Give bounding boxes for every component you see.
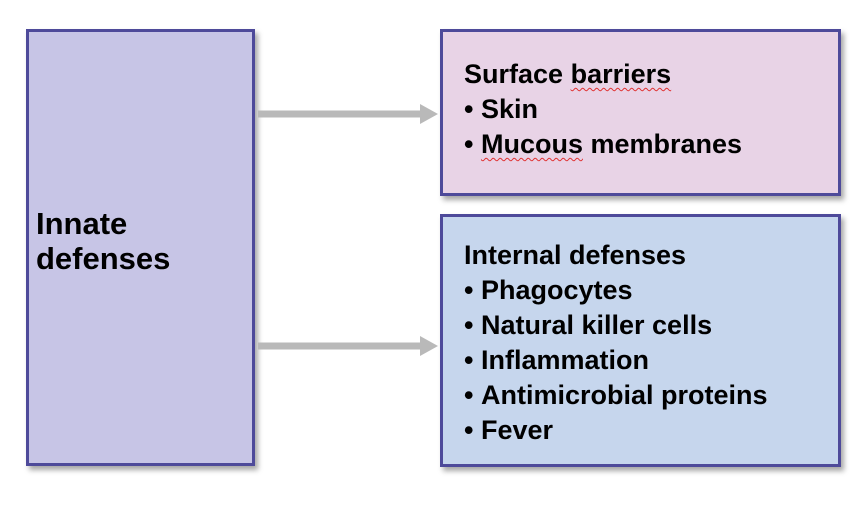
internal-defenses-content: Internal defenses Phagocytes Natural kil… xyxy=(464,238,768,448)
surface-barriers-list: Skin Mucous membranes xyxy=(464,92,742,162)
list-item-text: Skin xyxy=(480,94,538,124)
innate-defenses-box xyxy=(26,29,255,466)
innate-defenses-label: Innate defenses xyxy=(36,206,171,276)
list-item-natural-killer-cells: Natural killer cells xyxy=(464,308,768,343)
list-item-fever: Fever xyxy=(464,413,768,448)
surface-title-word-2: barriers xyxy=(570,59,672,89)
list-item-mucous-membranes: Mucous membranes xyxy=(464,127,742,162)
surface-barriers-content: Surface barriers Skin Mucous membranes xyxy=(464,57,742,162)
arrow-to-surface-barriers xyxy=(258,104,438,124)
mucous-word: Mucous xyxy=(480,129,583,159)
list-item-antimicrobial-proteins: Antimicrobial proteins xyxy=(464,378,768,413)
list-item-inflammation: Inflammation xyxy=(464,343,768,378)
internal-defenses-list: Phagocytes Natural killer cells Inflamma… xyxy=(464,273,768,448)
arrow-to-internal-defenses xyxy=(258,336,438,356)
membranes-word: membranes xyxy=(590,129,743,159)
list-item-skin: Skin xyxy=(464,92,742,127)
list-item-phagocytes: Phagocytes xyxy=(464,273,768,308)
surface-title-word-1: Surface xyxy=(464,59,564,89)
internal-defenses-title: Internal defenses xyxy=(464,240,687,270)
surface-barriers-title: Surface barriers xyxy=(464,57,742,92)
